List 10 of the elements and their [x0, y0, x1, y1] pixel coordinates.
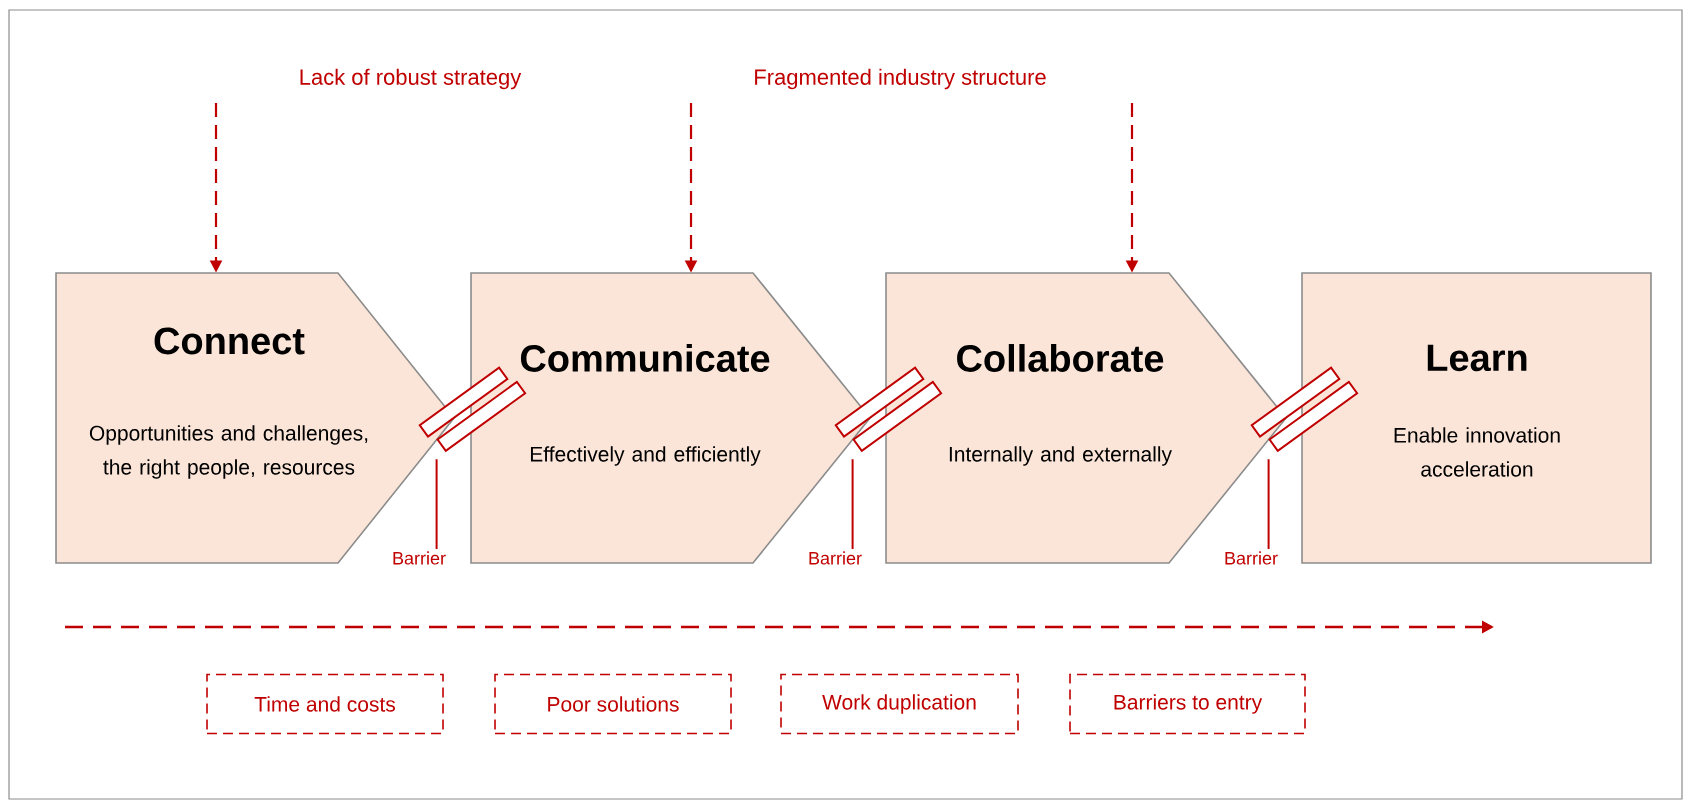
barrier-label: Barrier [393, 551, 446, 565]
barrier-label: Barrier [809, 551, 862, 565]
stage-box: Learn Enable innovation acceleration [1301, 272, 1652, 564]
dashed-box: Poor solutions [494, 673, 732, 735]
barrier-label: Barrier [1225, 551, 1278, 565]
dashed-box: Barriers to entry [1069, 673, 1306, 735]
dashed-box: Work duplication [780, 673, 1019, 735]
cause-label: Lack of robust strategy [300, 68, 522, 90]
cause-label: Fragmented industry structure [755, 68, 1046, 90]
dashed-box: Time and costs [206, 673, 444, 735]
